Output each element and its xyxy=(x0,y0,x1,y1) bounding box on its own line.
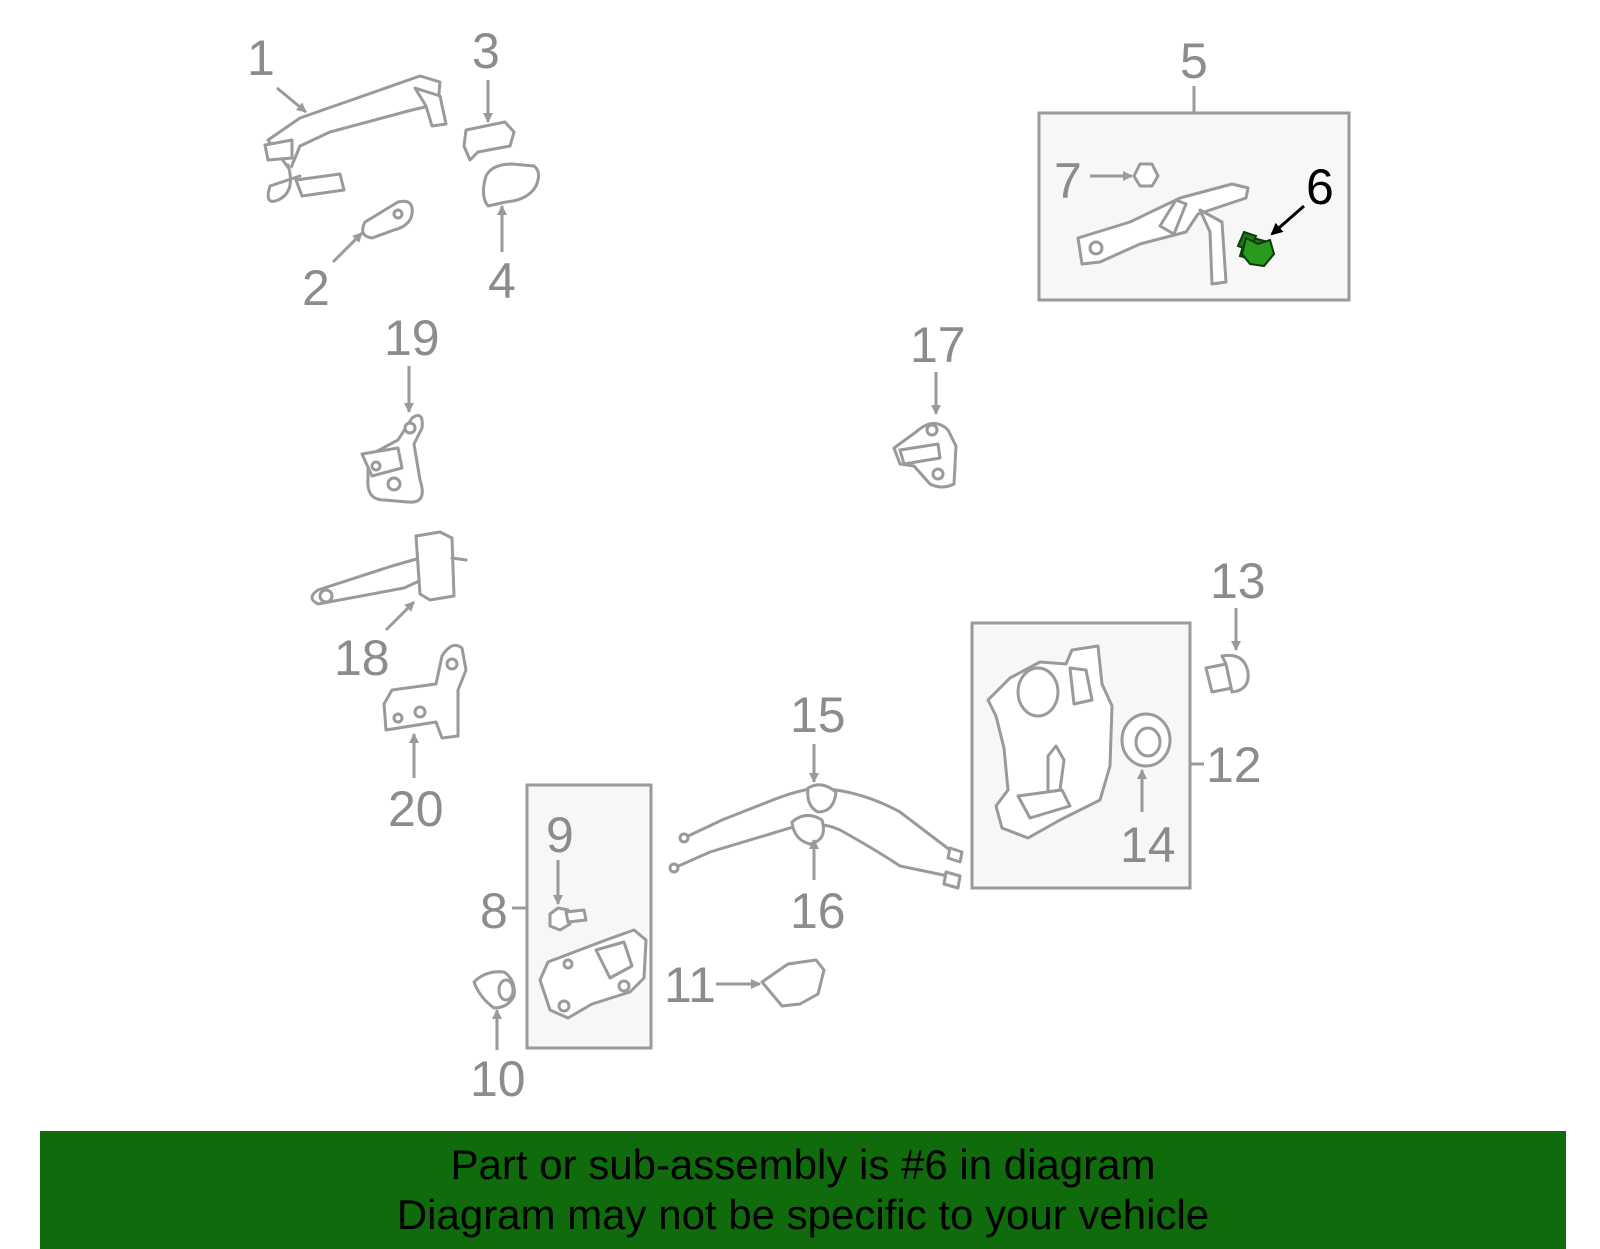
callout-4: 4 xyxy=(488,253,516,309)
callout-15: 15 xyxy=(790,687,846,743)
callout-5: 5 xyxy=(1180,33,1208,89)
callout-14: 14 xyxy=(1120,817,1176,873)
banner-line-disclaimer: Diagram may not be specific to your vehi… xyxy=(396,1191,1210,1238)
part-cap-10[interactable] xyxy=(472,970,516,1010)
info-banner: Part or sub-assembly is #6 in diagram Di… xyxy=(40,1131,1566,1249)
callout-12: 12 xyxy=(1206,737,1262,793)
part-cover-11[interactable] xyxy=(760,958,826,1008)
part-striker[interactable] xyxy=(892,422,958,489)
callout-9: 9 xyxy=(546,807,574,863)
callout-18: 18 xyxy=(334,630,390,686)
part-handle-cable[interactable] xyxy=(668,814,962,890)
callout-17: 17 xyxy=(910,317,966,373)
callout-1: 1 xyxy=(247,30,275,86)
part-lock-seal[interactable] xyxy=(1120,712,1172,768)
callout-16: 16 xyxy=(790,883,846,939)
banner-line-part: Part or sub-assembly is #6 in diagram xyxy=(450,1141,1156,1188)
callout-6: 6 xyxy=(1306,159,1334,215)
part-door-lock[interactable] xyxy=(986,644,1114,840)
part-handle-gasket[interactable] xyxy=(361,199,414,240)
part-lock-cable[interactable] xyxy=(678,783,964,864)
part-bolt-highlighted[interactable] xyxy=(1236,230,1276,268)
part-handle-cover[interactable] xyxy=(462,120,516,162)
part-door-check[interactable] xyxy=(310,530,468,606)
part-lower-hinge[interactable] xyxy=(382,643,468,740)
callout-3: 3 xyxy=(472,23,500,79)
callout-8: 8 xyxy=(480,883,508,939)
part-inside-handle[interactable] xyxy=(538,928,648,1020)
parts-diagram: 1 2 3 4 5 7 6 19 xyxy=(247,23,1351,1107)
callout-11: 11 xyxy=(664,957,716,1013)
callout-2: 2 xyxy=(302,260,330,316)
callout-13: 13 xyxy=(1210,553,1266,609)
part-nut-7[interactable] xyxy=(1132,162,1160,188)
callout-7: 7 xyxy=(1054,153,1082,209)
callout-19: 19 xyxy=(384,310,440,366)
part-outside-handle[interactable] xyxy=(263,74,448,203)
callout-10: 10 xyxy=(470,1051,526,1107)
part-screw-9[interactable] xyxy=(548,906,588,932)
part-screw-13[interactable] xyxy=(1204,653,1250,694)
part-inside-handle-frame[interactable] xyxy=(1076,182,1250,286)
part-handle-bezel[interactable] xyxy=(481,162,541,208)
callout-20: 20 xyxy=(388,781,444,837)
part-upper-hinge[interactable] xyxy=(360,414,424,504)
